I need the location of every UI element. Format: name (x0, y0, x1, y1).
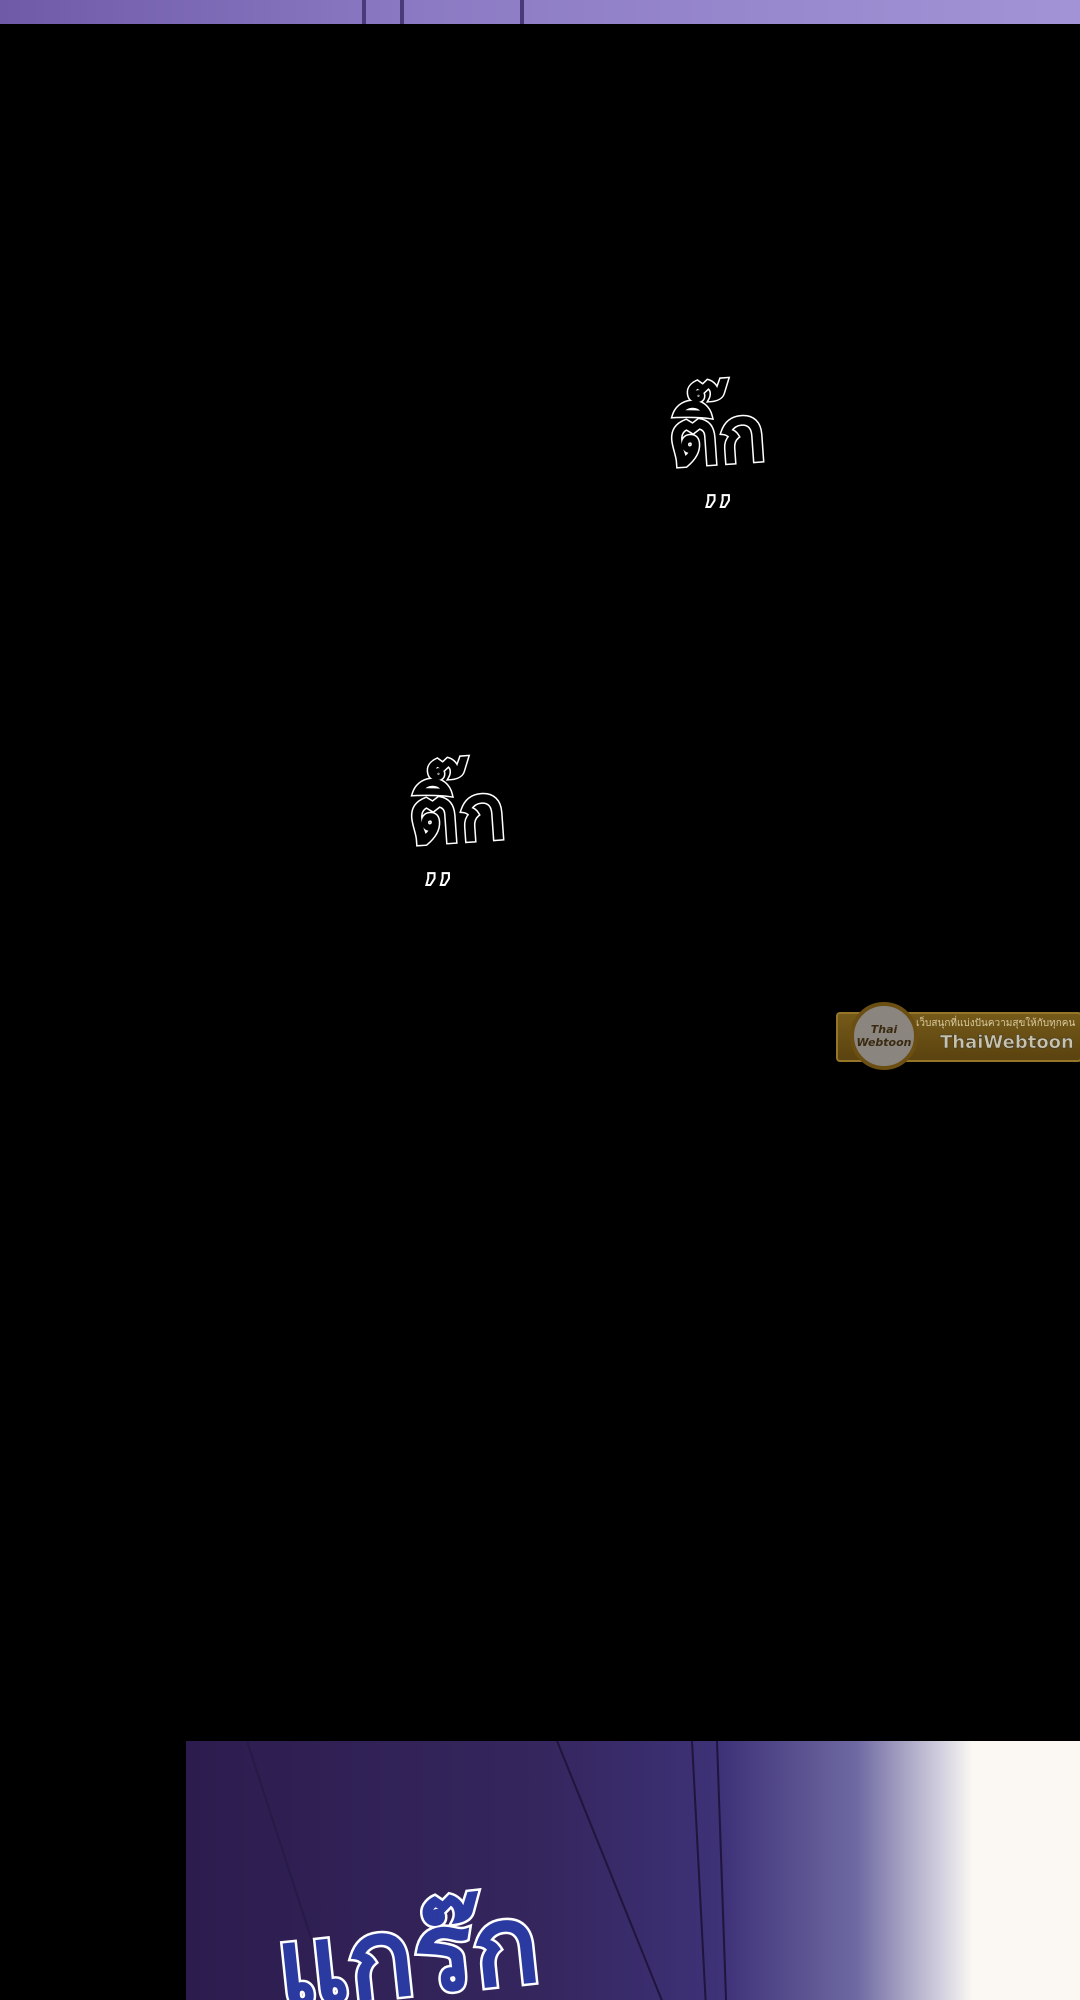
sound-effect-top: ติ๊ก (663, 387, 770, 487)
bottom-panel: แกร๊ก (186, 1741, 1080, 2000)
watermark-name: ThaiWebtoon (940, 1032, 1074, 1054)
top-panel-edge (0, 0, 1080, 24)
sweat-drops-icon: ’’ (703, 487, 734, 533)
sound-effect-middle: ติ๊ก (403, 765, 510, 865)
panel-line (716, 1741, 729, 2000)
watermark: Thai Webtoon เว็บสนุกที่แบ่งปันความสุขให… (836, 1002, 1080, 1070)
watermark-logo: Thai Webtoon (850, 1002, 918, 1070)
panel-line (556, 1741, 671, 2000)
panel-line (362, 0, 366, 24)
panel-line (691, 1741, 709, 2000)
sound-effect-bottom: แกร๊ก (268, 1876, 548, 2000)
panel-line (520, 0, 524, 24)
sweat-drops-icon: ’’ (423, 865, 454, 911)
panel-line (400, 0, 404, 24)
watermark-tagline: เว็บสนุกที่แบ่งปันความสุขให้กับทุกคน (916, 1018, 1076, 1029)
